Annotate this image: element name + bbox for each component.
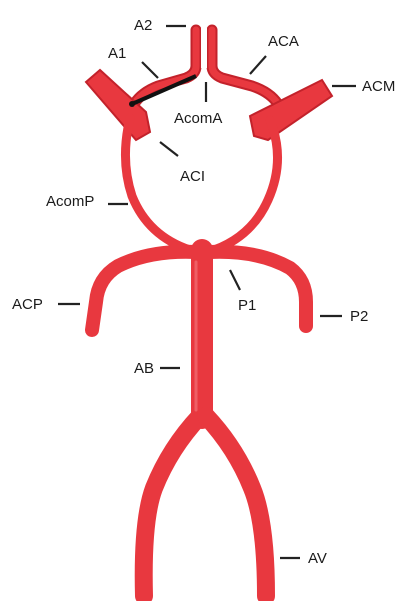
- label-acp: ACP: [12, 296, 43, 313]
- label-p2: P2: [350, 308, 368, 325]
- label-ab: AB: [134, 360, 154, 377]
- vessel-acm-left: [86, 70, 150, 140]
- vessel-av-left: [144, 416, 200, 596]
- leader-aci: [160, 142, 178, 156]
- label-av: AV: [308, 550, 327, 567]
- leader-aca: [250, 56, 266, 74]
- vessel-a2-left-core: [134, 30, 196, 104]
- label-aca: ACA: [268, 33, 299, 50]
- label-acoma: AcomA: [174, 110, 222, 127]
- middle-cerebral-arteries: [86, 70, 332, 140]
- label-a2: A2: [134, 17, 152, 34]
- leader-p1: [230, 270, 240, 290]
- acoma-connector-dot: [129, 101, 135, 107]
- vessel-av-right: [206, 416, 266, 596]
- vessel-p1-p2-right: [210, 252, 306, 326]
- label-p1: P1: [238, 297, 256, 314]
- vessel-p1-p2-left: [92, 252, 196, 330]
- label-aci: ACI: [180, 168, 205, 185]
- leader-a1: [142, 62, 158, 78]
- label-acm: ACM: [362, 78, 395, 95]
- label-acomp: AcomP: [46, 193, 94, 210]
- a2-gap: [201, 28, 207, 68]
- label-a1: A1: [108, 45, 126, 62]
